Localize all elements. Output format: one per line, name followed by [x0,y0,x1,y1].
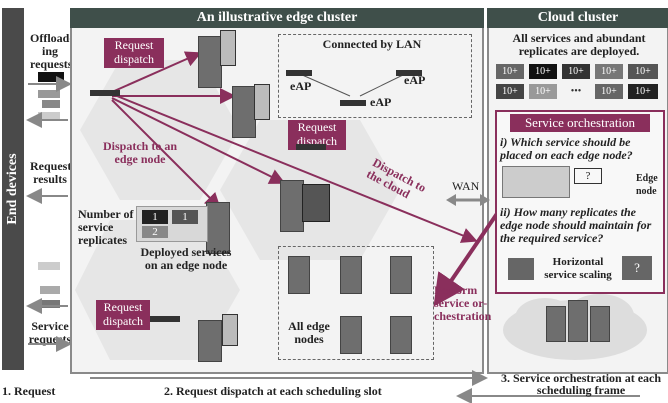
eap-label: eAP [404,73,426,87]
server-icon [288,256,310,294]
step-3-label: 3. Service orchestration at each schedul… [500,371,662,397]
replica-count: 1 [142,210,168,224]
server-icon [232,86,256,138]
step-1-label: 1. Request [2,384,56,398]
router-icon [340,100,366,106]
server-icon [340,256,362,294]
replica-badge: 10+ [496,84,524,99]
replica-stack [222,314,238,346]
router-icon [286,70,312,76]
replica-count: 1 [172,210,198,224]
replica-badge: 10+ [529,64,557,79]
dispatch-to-edge-label: Dispatch to an edge node [102,139,177,166]
placement-unknown: ? [574,168,602,184]
cloud-cluster-title: Cloud cluster [487,8,668,28]
replica-badge: 10+ [595,84,623,99]
all-edge-nodes-label: All edge nodes [288,319,330,346]
wan-label: WAN [452,179,480,193]
replica-badge: 10+ [529,84,557,99]
request-block [38,72,64,82]
replica-count: 2 [142,226,168,238]
service-block [508,258,534,280]
server-icon [390,256,412,294]
request-block [38,90,60,98]
perform-orchestration-label: Perform service or-chestration [434,283,492,323]
number-of-replicates-label: Number of service replicates [78,207,134,247]
question-ii: ii) How many replicates the edge node sh… [500,205,652,245]
replica-stack [254,84,270,120]
router-icon [396,70,422,76]
replica-badges: 10+ 10+ 10+ 10+ 10+ 10+ 10+ ••• 10+ 10+ [496,64,662,104]
service-grid [502,166,570,198]
server-icon [340,316,362,354]
server-icon [390,316,412,354]
server-icon [590,306,610,342]
horizontal-scaling-label: Horizontal service scaling [544,256,612,281]
replica-badge: 10+ [562,64,590,79]
server-icon [280,180,304,232]
replica-badge: 10+ [595,64,623,79]
end-devices-sidebar: End devices [2,8,24,370]
request-block [38,112,60,120]
request-block [42,100,60,108]
request-block [38,300,60,308]
replica-badge: 10+ [496,64,524,79]
request-block [38,262,60,270]
step-2-label: 2. Request dispatch at each scheduling s… [164,384,382,398]
router-icon [90,90,120,96]
server-icon [546,306,566,342]
replica-stack [302,184,330,222]
server-icon [198,320,222,362]
request-dispatch-box: Request dispatch [104,38,164,68]
ellipsis: ••• [570,86,582,97]
deployed-services-label: Deployed services on an edge node [140,245,232,272]
request-block [40,286,60,294]
lan-group [278,34,472,118]
edge-node-label: Edge node [636,173,658,197]
request-dispatch-box: Request dispatch [96,300,150,330]
server-icon [568,300,588,342]
eap-label: eAP [370,95,392,109]
edge-cluster-title: An illustrative edge cluster [70,8,484,28]
service-orchestration-title: Service orchestration [510,114,650,132]
offloading-requests-label: Offload-ing requests [30,31,74,71]
replica-badge: 10+ [628,64,658,79]
request-results-label: Request results [30,159,72,186]
replica-badge: 10+ [628,84,658,99]
all-edge-nodes-group [278,246,434,360]
question-i: i) Which service should be placed on eac… [500,135,633,162]
router-icon [296,144,326,150]
replica-stack [220,30,236,66]
connected-by-lan-label: Connected by LAN [322,37,422,51]
server-icon [198,36,222,88]
scaling-unknown: ? [622,256,652,280]
eap-label: eAP [290,79,312,93]
router-icon [150,316,180,322]
cloud-description: All services and abundant replicates are… [512,31,646,58]
